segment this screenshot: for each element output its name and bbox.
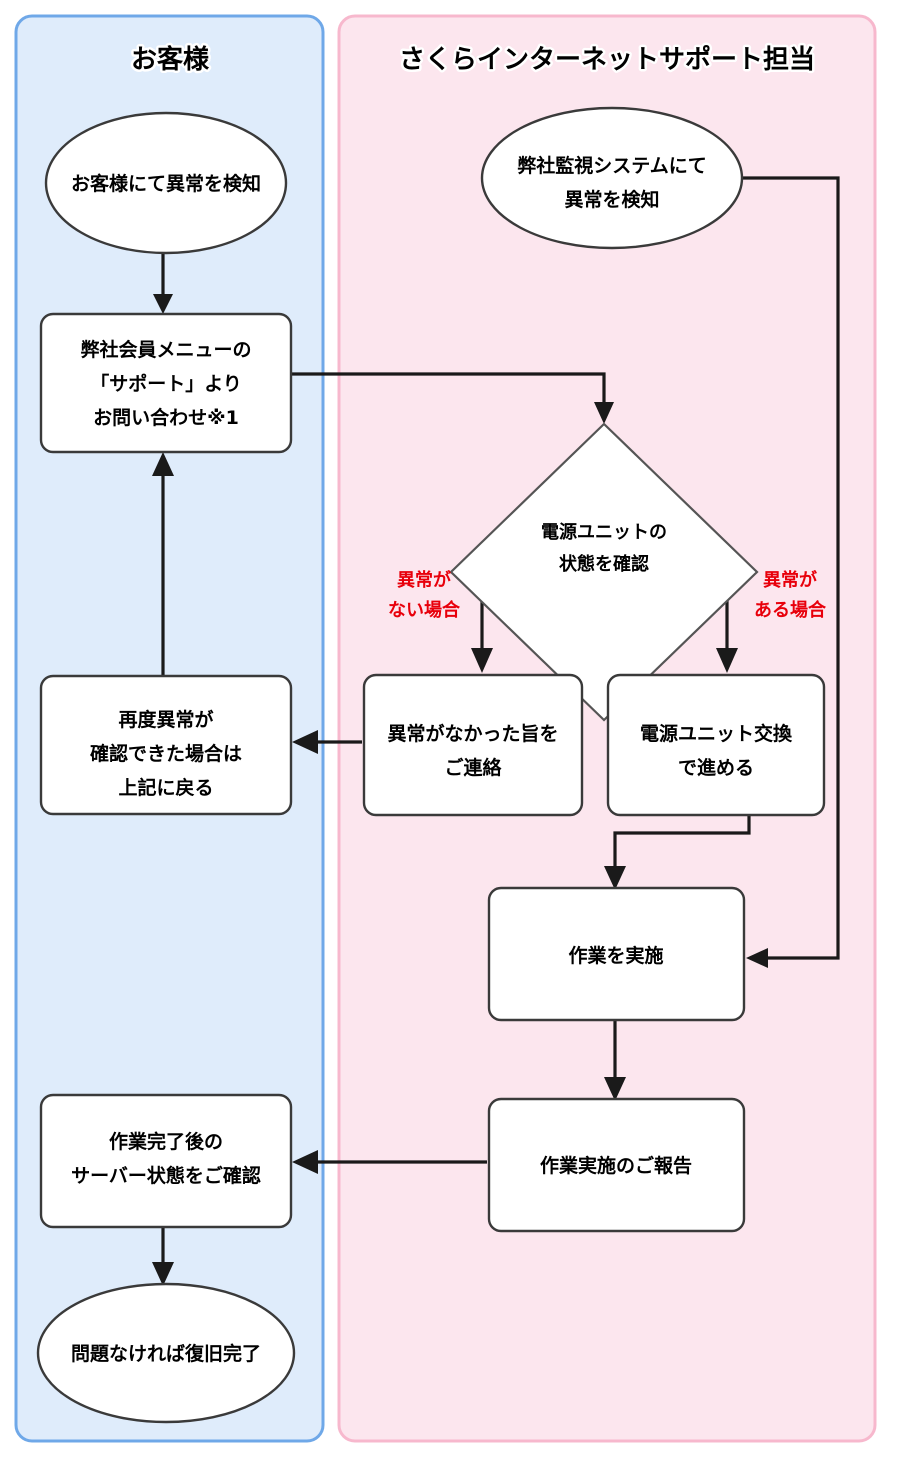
arrowhead-work-to-report <box>604 1077 626 1101</box>
node-check-psu-line-2: 状態を確認 <box>559 553 649 575</box>
edge-label-has-anomaly-line-1: 異常が <box>763 569 817 591</box>
node-member-menu[interactable]: 弊社会員メニューの 「サポート」より お問い合わせ※1 <box>39 312 293 454</box>
node-check-psu-line-1: 電源ユニットの <box>541 521 667 543</box>
node-no-issue-report[interactable]: 異常がなかった旨を ご連絡 <box>362 673 584 817</box>
node-done-line-1: 問題なければ復旧完了 <box>71 1342 261 1365</box>
edge-label-has-anomaly: 異常が ある場合 <box>754 569 827 621</box>
node-psu-replace[interactable]: 電源ユニット交換 で進める <box>606 673 826 817</box>
arrowhead-psu-to-work <box>604 866 626 890</box>
arrowhead-menu-to-decision <box>594 402 614 424</box>
node-member-menu-line-3: お問い合わせ※1 <box>93 406 239 429</box>
node-no-issue-report-line-1: 異常がなかった旨を <box>387 722 558 745</box>
lane-support-title: さくらインターネットサポート担当 <box>399 44 815 75</box>
edge-label-has-anomaly-line-2: ある場合 <box>754 599 827 621</box>
arrowhead-confirm-to-done <box>152 1262 174 1286</box>
node-check-psu[interactable]: 電源ユニットの 状態を確認 <box>449 422 759 722</box>
lane-customer-title: お客様 <box>131 44 210 75</box>
node-member-menu-line-2: 「サポート」より <box>90 372 242 395</box>
node-monitor-detect-line-2: 異常を検知 <box>564 188 659 211</box>
edge-psu-to-work <box>613 814 751 868</box>
node-work-report[interactable]: 作業実施のご報告 <box>487 1097 746 1233</box>
arrowhead-decision-has-anomaly <box>716 648 738 673</box>
node-monitor-detect[interactable]: 弊社監視システムにて 異常を検知 <box>480 106 744 250</box>
arrowhead-detect-to-menu <box>153 294 173 314</box>
node-recheck-back-line-2: 確認できた場合は <box>90 742 242 765</box>
node-done[interactable]: 問題なければ復旧完了 <box>36 1282 296 1424</box>
node-confirm-server[interactable]: 作業完了後の サーバー状態をご確認 <box>39 1093 293 1229</box>
node-recheck-back-line-3: 上記に戻る <box>118 776 213 799</box>
node-psu-replace-line-2: で進める <box>678 757 754 779</box>
node-member-menu-line-1: 弊社会員メニューの <box>80 338 251 361</box>
node-do-work[interactable]: 作業を実施 <box>487 886 746 1022</box>
arrowhead-report-to-recheck <box>292 730 318 754</box>
arrowhead-monitor-to-work <box>746 948 768 968</box>
node-customer-detect[interactable]: お客様にて異常を検知 <box>44 111 288 255</box>
edge-label-no-anomaly-line-1: 異常が <box>397 569 451 591</box>
node-recheck-back[interactable]: 再度異常が 確認できた場合は 上記に戻る <box>39 674 293 816</box>
node-customer-detect-line-1: お客様にて異常を検知 <box>71 172 261 195</box>
edge-label-no-anomaly-line-2: ない場合 <box>388 599 461 621</box>
node-recheck-back-line-1: 再度異常が <box>118 708 213 731</box>
node-no-issue-report-line-2: ご連絡 <box>444 756 502 779</box>
node-confirm-server-line-2: サーバー状態をご確認 <box>71 1164 261 1187</box>
arrowhead-report-to-confirm <box>292 1150 318 1174</box>
node-monitor-detect-line-1: 弊社監視システムにて <box>517 154 706 177</box>
arrowhead-decision-no-anomaly <box>471 648 493 673</box>
node-psu-replace-line-1: 電源ユニット交換 <box>640 722 793 745</box>
node-confirm-server-line-1: 作業完了後の <box>109 1130 223 1153</box>
node-work-report-line-1: 作業実施のご報告 <box>540 1154 692 1177</box>
node-do-work-line-1: 作業を実施 <box>568 944 663 967</box>
arrowhead-recheck-to-menu <box>152 452 174 476</box>
edge-label-no-anomaly: 異常が ない場合 <box>388 569 461 621</box>
edge-monitor-to-work <box>742 176 840 960</box>
edge-menu-to-decision <box>291 372 606 404</box>
